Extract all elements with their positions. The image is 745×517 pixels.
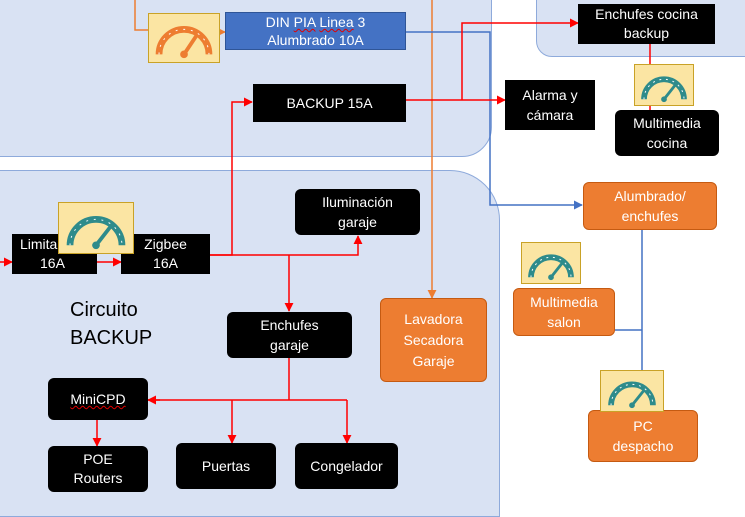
puertas-node[interactable]: Puertas [176, 443, 276, 489]
congelador-node[interactable]: Congelador [295, 443, 398, 489]
wiring-diagram [0, 0, 651, 447]
wire-blue-din-to-alumbrado [406, 31, 583, 210]
wire-orange-to-din [134, 0, 148, 31]
wire-red-zigbee-to-backup [210, 97, 253, 256]
gauge-icon [634, 64, 694, 106]
backup-15a-node[interactable]: BACKUP 15A [253, 84, 406, 122]
gauge-icon [58, 202, 134, 254]
din-pia-linea3-node[interactable]: DIN PIA Linea 3 Alumbrado 10A [225, 12, 406, 50]
gauge-icon [600, 370, 664, 412]
alumbrado-enchufes-node[interactable]: Alumbrado/enchufes [583, 182, 717, 230]
wire-red-zigbee-to-iluminacion [210, 235, 363, 256]
minicpd-node[interactable]: MiniCPD [48, 378, 148, 420]
gauge-icon [148, 13, 220, 63]
gauge-icon [521, 242, 581, 284]
wire-red-to-enchufes-cocina [461, 18, 579, 100]
circuito-backup-label: Circuito BACKUP [70, 299, 153, 349]
